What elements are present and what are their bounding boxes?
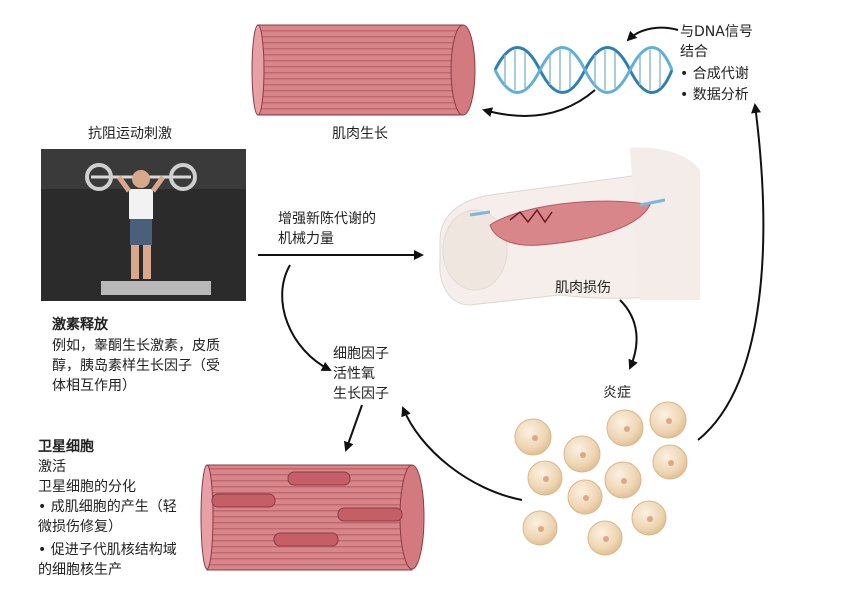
arrow-factors-to-satellite	[343, 404, 363, 452]
arrows	[258, 26, 765, 501]
hormone-release-title: 激素释放	[52, 317, 108, 333]
satellite-cells-title: 卫星细胞	[38, 439, 94, 455]
hormone-release-line3: 体相互作用）	[52, 378, 136, 394]
satellite-cell-bar	[337, 507, 403, 522]
weightlifting-photo	[41, 149, 246, 301]
dna-helix-icon	[493, 46, 674, 94]
arrow-cells-to-factors	[401, 406, 523, 501]
arrow-signal-to-dna	[626, 26, 679, 42]
factors-line2: 活性氧	[333, 366, 375, 382]
satellite-cells-line2: 卫星细胞的分化	[38, 479, 136, 495]
hormone-release-line2: 醇，胰岛素样生长因子（受	[52, 358, 220, 374]
mechanical-force-line2: 机械力量	[278, 231, 334, 247]
inflammatory-cells	[514, 401, 688, 556]
satellite-cell-bar	[273, 532, 339, 547]
inflammation-label: 炎症	[603, 385, 631, 401]
dna-note-bullet2: • 数据分析	[680, 87, 749, 103]
muscle-fiber-top	[251, 24, 476, 116]
dna-note-line1: 与DNA信号	[680, 24, 753, 40]
arrow-stimulus-to-factors	[281, 264, 332, 371]
dna-note-line2: 结合	[680, 44, 708, 60]
satellite-cells-bullet2: • 促进子代肌核结构域	[38, 542, 177, 558]
mechanical-force-line1: 增强新陈代谢的	[278, 211, 376, 227]
arrow-damage-to-inflammation	[619, 299, 638, 370]
hormone-release-line1: 例如，睾酮生长激素，皮质	[52, 338, 220, 354]
satellite-cells-bullet1b: 微损伤修复）	[38, 519, 122, 535]
arrow-dna-to-muscle	[482, 89, 596, 117]
satellite-cell-bar	[211, 493, 276, 508]
dna-note-bullet1: • 合成代谢	[680, 66, 749, 82]
satellite-cells-line1: 激活	[38, 459, 66, 475]
muscle-fiber-bottom	[200, 464, 425, 571]
satellite-cell-bar	[287, 471, 351, 486]
resistance-stimulus-label: 抗阻运动刺激	[88, 126, 172, 142]
factors-line3: 生长因子	[333, 386, 389, 402]
satellite-cells-bullet2b: 的细胞核生产	[38, 562, 122, 578]
arrow-cells-to-signal	[697, 103, 765, 441]
factors-line1: 细胞因子	[333, 346, 389, 362]
muscle-damage-label: 肌肉损伤	[555, 280, 611, 296]
satellite-cells-bullet1: • 成肌细胞的产生（轻	[38, 499, 177, 515]
arm-injury-illustration	[439, 147, 700, 306]
muscle-growth-label: 肌肉生长	[332, 126, 388, 142]
